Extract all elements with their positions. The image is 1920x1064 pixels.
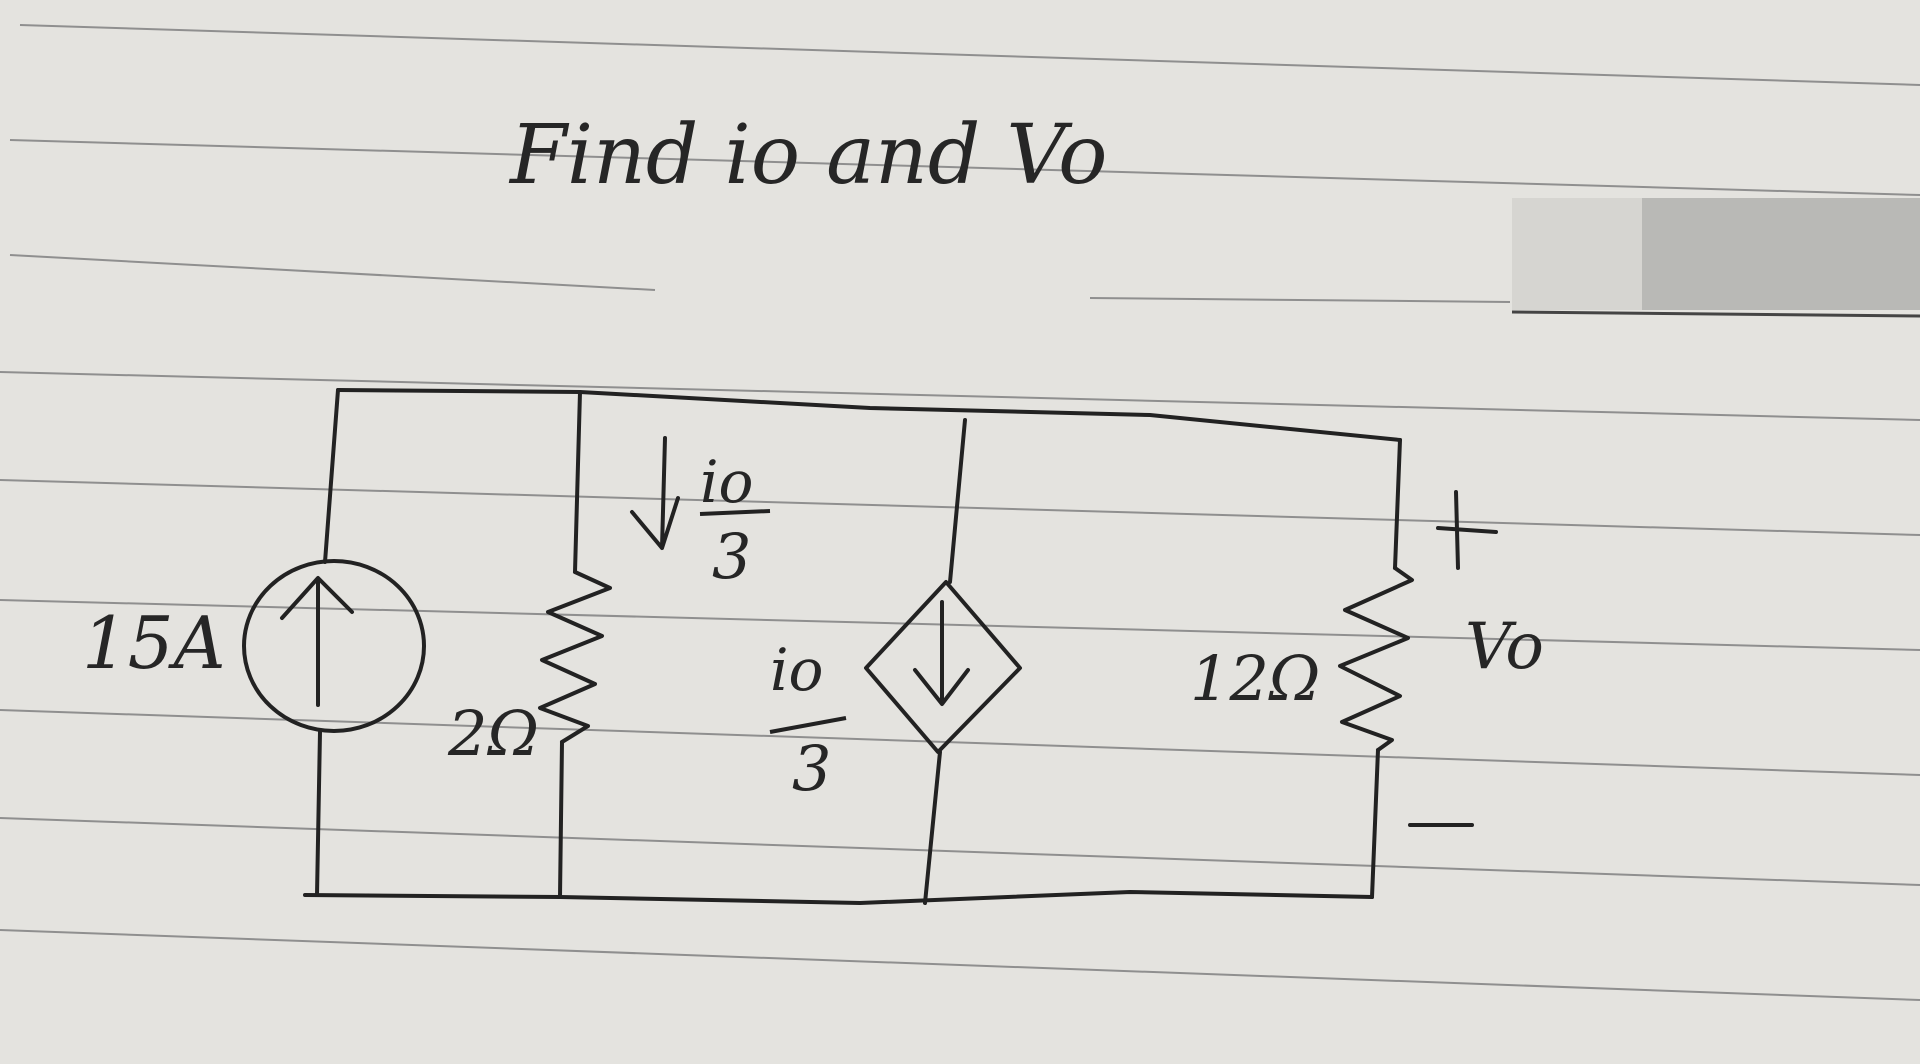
dependent-source-fraction-bar <box>769 716 847 734</box>
branch-current-numerator: io <box>700 448 753 516</box>
circuit <box>242 388 1498 905</box>
bottom-wire <box>303 890 1374 905</box>
dep-source-wire-bottom <box>923 750 942 905</box>
down-arrow-icon-dep <box>913 600 970 706</box>
scan-strip <box>1511 198 1920 318</box>
top-wire <box>336 388 1402 442</box>
dep-source-wire-top <box>948 418 967 584</box>
up-arrow-icon <box>280 576 354 707</box>
resistor-left-label: 2Ω <box>447 697 539 770</box>
dependent-source-numerator: io <box>770 636 823 704</box>
source-label: 15A <box>82 601 226 685</box>
resistor-right-label: 12Ω <box>1190 642 1320 715</box>
branch-current-denominator: 3 <box>712 520 751 593</box>
down-arrow-icon <box>630 436 680 550</box>
plus-sign-icon <box>1436 490 1498 570</box>
title: Find io and Vo <box>508 108 1107 203</box>
source-wire-bottom <box>315 730 322 897</box>
dependent-source-denominator: 3 <box>792 732 831 805</box>
resistor-right-lead <box>1370 438 1402 899</box>
resistor-left-icon <box>538 570 612 744</box>
dependent-source <box>864 580 1022 754</box>
resistor-left-lead <box>558 390 582 899</box>
current-source <box>242 559 426 733</box>
source-wire-top <box>323 388 340 564</box>
branch-current-fraction-bar <box>699 509 771 516</box>
output-voltage-label: Vo <box>1465 610 1544 684</box>
resistor-right-icon <box>1338 566 1414 752</box>
